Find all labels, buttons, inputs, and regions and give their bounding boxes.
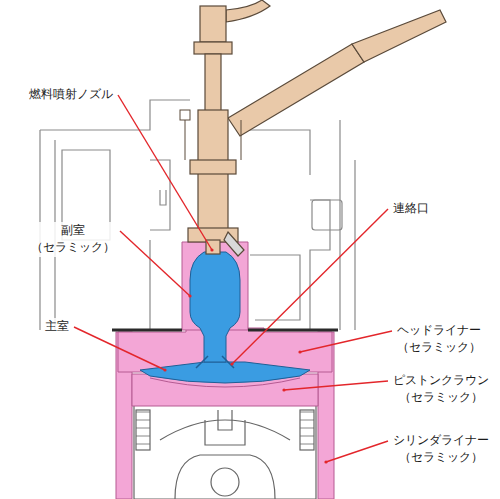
connecting-port [196, 356, 234, 368]
part-label: 燃料噴射ノズル [28, 86, 114, 103]
piston-body [205, 420, 245, 445]
injector-bolt [180, 110, 241, 160]
cylinder-head [250, 255, 300, 320]
leader-line [74, 327, 165, 370]
label-holder: ヘッドライナー （セラミック） [396, 322, 482, 357]
fuel-injector [200, 6, 226, 42]
label-holder: シリンダライナー （セラミック） [392, 432, 490, 467]
leader-line [300, 331, 392, 352]
part-label: シリンダライナー （セラミック） [392, 432, 490, 467]
label-holder: 副室（セラミック） [30, 222, 116, 257]
piston-body [175, 455, 275, 499]
leader-end [188, 294, 191, 297]
piston-body [136, 410, 150, 450]
label-holder: ピストンクラウン （セラミック） [392, 372, 490, 407]
leader-line [284, 381, 388, 390]
injector-bolt [180, 110, 190, 120]
part-label: 連絡口 [392, 200, 430, 217]
fuel-injector [190, 160, 236, 174]
leader-end [324, 460, 327, 463]
piston-body [134, 404, 316, 499]
leader-end [298, 350, 301, 353]
piston-body [300, 410, 314, 450]
main-chamber [140, 362, 310, 383]
fuel-injector [188, 0, 446, 256]
part-label: 副室（セラミック） [30, 222, 116, 257]
injector-bolt [185, 120, 241, 160]
label-holder: 主室 [44, 318, 70, 335]
pre-chamber [190, 252, 240, 362]
leader-end [163, 368, 166, 371]
leader-line [326, 441, 388, 462]
leader-line [232, 209, 388, 364]
part-label: ヘッドライナー （セラミック） [396, 322, 482, 357]
cylinder-head [150, 190, 166, 330]
part-label: ピストンクラウン （セラミック） [392, 372, 490, 407]
fuel-injector [194, 42, 232, 54]
piston-body [218, 410, 232, 430]
part-label: 主室 [44, 318, 70, 335]
fuel-injector [228, 44, 364, 136]
cylinder-head [312, 200, 342, 230]
leader-end [210, 248, 213, 251]
leader-end [282, 388, 285, 391]
leader-line [120, 231, 190, 296]
label-holder: 燃料噴射ノズル [28, 86, 114, 103]
cylinder-head [40, 100, 190, 330]
fuel-injector [224, 232, 244, 256]
label-holder: 連絡口 [392, 200, 430, 217]
leader-end [230, 362, 233, 365]
fuel-injector [205, 54, 221, 114]
piston-body [134, 404, 316, 499]
leader-line [118, 95, 212, 250]
piston-body [211, 468, 239, 496]
fuel-injector [352, 10, 446, 62]
fuel-injector [206, 240, 220, 254]
fuel-injector [226, 0, 270, 22]
